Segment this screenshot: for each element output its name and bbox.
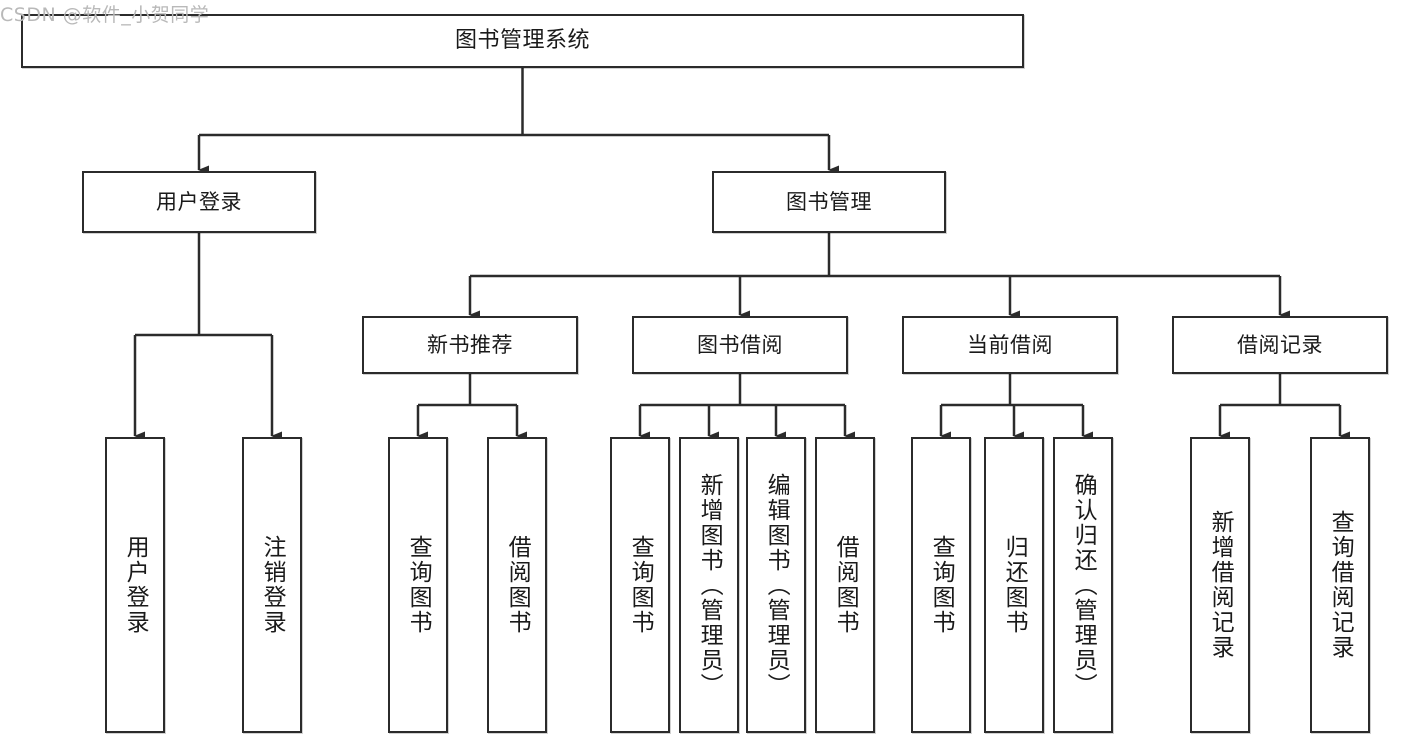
node-leaf_5[interactable]: 新增图书（管理员） [679, 437, 739, 733]
node-label: 新增图书（管理员） [696, 472, 723, 698]
node-l2_1[interactable]: 图书借阅 [632, 316, 848, 374]
node-label: 确认归还（管理员） [1070, 472, 1097, 698]
csdn-watermark: CSDN @软件_小贺同学 [0, 4, 210, 26]
node-l1_1[interactable]: 图书管理 [712, 171, 946, 233]
node-leaf_11[interactable]: 新增借阅记录 [1190, 437, 1250, 733]
node-label: 借阅记录 [1237, 332, 1323, 357]
node-label: 查询图书 [405, 535, 432, 635]
node-leaf_12[interactable]: 查询借阅记录 [1310, 437, 1370, 733]
node-label: 归还图书 [1001, 535, 1028, 635]
node-l1_0[interactable]: 用户登录 [82, 171, 316, 233]
node-leaf_3[interactable]: 借阅图书 [487, 437, 547, 733]
node-leaf_8[interactable]: 查询图书 [911, 437, 971, 733]
node-label: 图书管理 [786, 189, 872, 214]
node-leaf_2[interactable]: 查询图书 [388, 437, 448, 733]
node-leaf_6[interactable]: 编辑图书（管理员） [746, 437, 806, 733]
node-leaf_0[interactable]: 用户登录 [105, 437, 165, 733]
node-l2_0[interactable]: 新书推荐 [362, 316, 578, 374]
node-label: 用户登录 [156, 189, 242, 214]
node-label: 借阅图书 [832, 535, 859, 635]
node-label: 查询图书 [627, 535, 654, 635]
node-label: 查询借阅记录 [1327, 510, 1354, 660]
node-label: 编辑图书（管理员） [763, 472, 790, 698]
node-leaf_10[interactable]: 确认归还（管理员） [1053, 437, 1113, 733]
node-label: 查询图书 [928, 535, 955, 635]
node-label: 当前借阅 [967, 332, 1053, 357]
node-leaf_4[interactable]: 查询图书 [610, 437, 670, 733]
node-label: 图书借阅 [697, 332, 783, 357]
node-label: 借阅图书 [504, 535, 531, 635]
node-l2_2[interactable]: 当前借阅 [902, 316, 1118, 374]
node-label: 新增借阅记录 [1207, 510, 1234, 660]
node-label: 注销登录 [259, 535, 286, 635]
node-root[interactable]: 图书管理系统 [21, 14, 1024, 68]
node-l2_3[interactable]: 借阅记录 [1172, 316, 1388, 374]
node-leaf_1[interactable]: 注销登录 [242, 437, 302, 733]
node-leaf_9[interactable]: 归还图书 [984, 437, 1044, 733]
node-label: 用户登录 [122, 535, 149, 635]
node-label: 新书推荐 [427, 332, 513, 357]
node-leaf_7[interactable]: 借阅图书 [815, 437, 875, 733]
node-label: 图书管理系统 [454, 28, 590, 54]
